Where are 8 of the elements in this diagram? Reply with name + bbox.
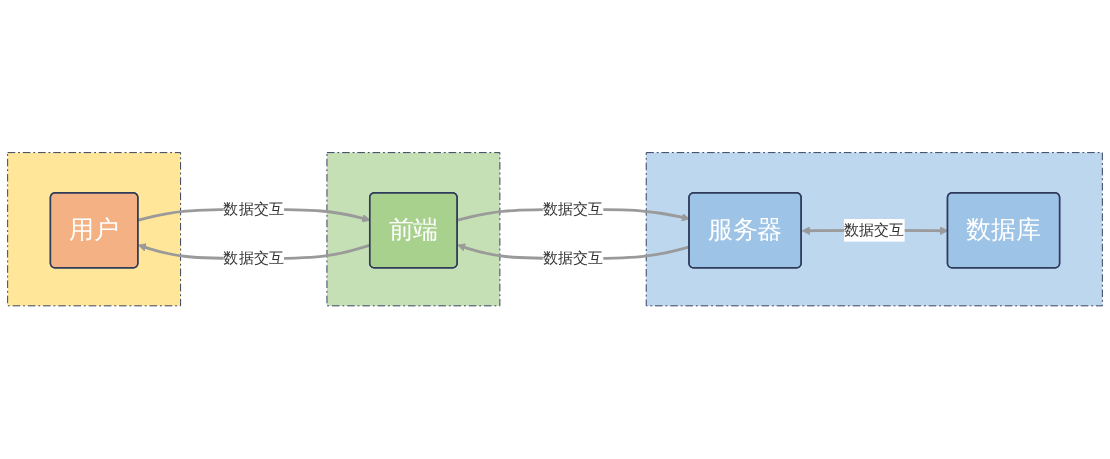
cluster <box>645 152 1103 307</box>
edge-label: 数据交互 <box>223 200 285 219</box>
cluster <box>326 152 501 307</box>
cluster <box>7 152 182 307</box>
edge-label: 数据交互 <box>223 249 285 268</box>
edge-label: 数据交互 <box>542 200 604 219</box>
edge-label: 数据交互 <box>843 221 905 240</box>
edge-label: 数据交互 <box>542 249 604 268</box>
